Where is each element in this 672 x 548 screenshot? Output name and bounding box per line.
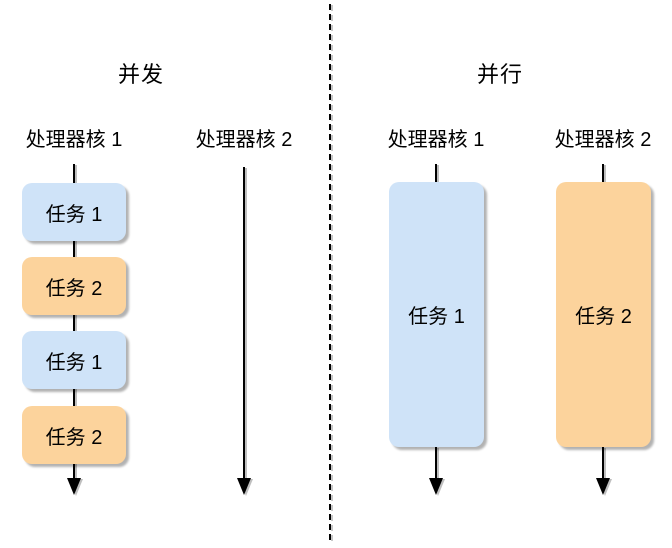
concurrency-task-box-3: 任务 1: [22, 331, 126, 389]
task-label: 任务 2: [45, 426, 103, 449]
concurrency-core2-timeline: [243, 167, 245, 478]
concurrency-task-box-4: 任务 2: [22, 406, 126, 464]
task-label: 任务 1: [45, 351, 103, 374]
parallelism-core2-arrowhead-icon: [596, 478, 610, 495]
concurrency-core1-arrowhead-icon: [67, 478, 81, 495]
task-label: 任务 2: [45, 277, 103, 300]
concurrency-task-box-1: 任务 1: [22, 183, 126, 241]
parallelism-core1-timeline-bottom: [435, 447, 437, 478]
concurrency-core1-timeline: [73, 164, 75, 478]
parallelism-core2-label: 处理器核 2: [554, 129, 652, 151]
concurrency-task-box-2: 任务 2: [22, 257, 126, 315]
concurrency-core2-label: 处理器核 2: [195, 129, 293, 151]
task-label: 任务 1: [45, 203, 103, 226]
concurrency-section-title: 并发: [117, 62, 164, 87]
task-label: 任务 1: [408, 306, 465, 328]
parallelism-core1-timeline-top: [435, 164, 437, 182]
parallelism-core2-timeline-bottom: [602, 447, 604, 478]
parallelism-task-box-1: 任务 1: [389, 182, 484, 447]
parallelism-section-title: 并行: [476, 62, 523, 87]
parallelism-core1-arrowhead-icon: [429, 478, 443, 495]
concurrency-core1-label: 处理器核 1: [25, 129, 123, 151]
parallelism-core1-label: 处理器核 1: [387, 129, 485, 151]
parallelism-task-box-2: 任务 2: [556, 182, 651, 447]
parallelism-core2-timeline-top: [602, 164, 604, 182]
concurrency-core2-arrowhead-icon: [237, 478, 251, 495]
section-divider-dashed-line: [329, 4, 331, 544]
task-label: 任务 2: [575, 306, 632, 328]
